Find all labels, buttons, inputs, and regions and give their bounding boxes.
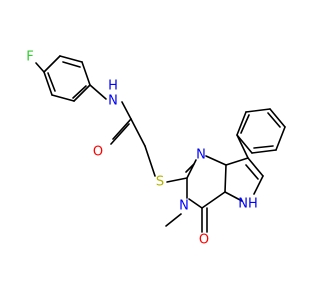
pyrimidinone-ring [165,155,227,233]
pyrrole-ring [224,157,264,202]
fluorine-label: F [26,50,33,65]
phenyl-ring [236,108,286,159]
sulfur-label: S [156,175,164,190]
pyrimidine-n1-label: N [196,148,206,163]
carbonyl-oxygen-label: O [93,145,103,160]
amide-linker [89,84,188,183]
fluorophenyl-ring [35,55,91,102]
molecule-structure: F N H O S N N O NH [26,50,286,248]
amide-h-label: H [108,79,118,94]
pyrimidine-n3-label: N [179,199,189,214]
lactam-oxygen-label: O [199,233,209,248]
amide-n-label: N [108,94,118,109]
pyrrole-nh-label: NH [238,197,258,212]
